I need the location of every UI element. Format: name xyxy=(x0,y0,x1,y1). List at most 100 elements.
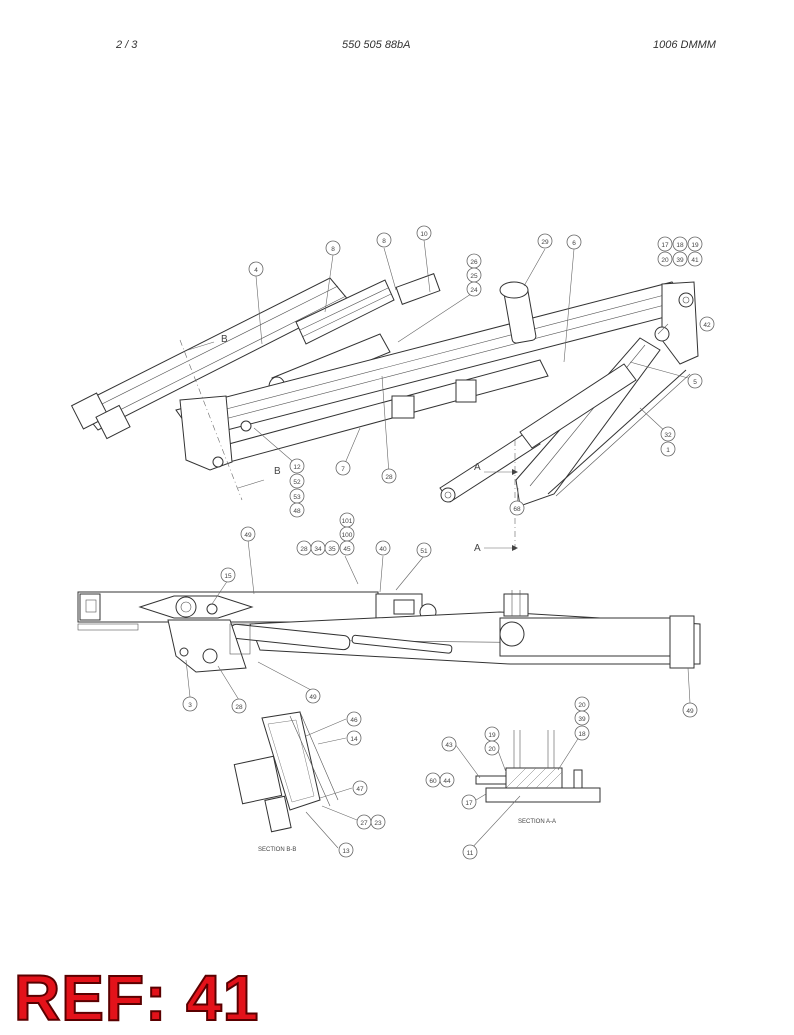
balloon-top-7: 7 xyxy=(335,460,351,476)
balloon-aa-43: 43 xyxy=(441,736,457,752)
svg-text:44: 44 xyxy=(443,778,451,785)
section-mark-b-bottom: B xyxy=(274,466,281,477)
header-document-code: 550 505 88bA xyxy=(342,39,411,51)
svg-text:48: 48 xyxy=(293,508,301,515)
balloon-top-68: 68 xyxy=(509,500,525,516)
svg-text:101: 101 xyxy=(342,518,353,525)
header-date-code: 1006 DMMM xyxy=(653,39,716,51)
balloon-bb-23: 23 xyxy=(370,814,386,830)
svg-text:23: 23 xyxy=(374,820,382,827)
balloon-mid-51: 51 xyxy=(416,542,432,558)
balloon-group-section-aa: 20 39 18 19 20 43 60 44 17 11 xyxy=(425,696,590,860)
balloon-bb-47: 47 xyxy=(352,780,368,796)
section-aa-title: SECTION A-A xyxy=(518,819,556,825)
svg-text:34: 34 xyxy=(314,546,322,553)
svg-text:68: 68 xyxy=(513,506,521,513)
svg-text:18: 18 xyxy=(676,242,684,249)
balloon-aa-19: 19 xyxy=(484,726,500,742)
balloon-mid-15: 15 xyxy=(220,567,236,583)
svg-text:20: 20 xyxy=(488,746,496,753)
svg-text:1: 1 xyxy=(666,447,670,454)
balloon-mid-45: 45 xyxy=(339,540,355,556)
balloon-top-19: 19 xyxy=(687,236,703,252)
pivot-housing xyxy=(179,395,233,471)
balloon-group-middle: 101 100 28 34 35 45 40 51 49 15 3 28 49 … xyxy=(182,512,698,718)
svg-text:49: 49 xyxy=(244,532,252,539)
balloon-bb-46: 46 xyxy=(346,711,362,727)
balloon-aa-44: 44 xyxy=(439,772,455,788)
balloon-top-53: 53 xyxy=(289,488,305,504)
top-assembly-view: A A B B xyxy=(70,239,699,554)
svg-text:49: 49 xyxy=(309,694,317,701)
svg-text:35: 35 xyxy=(328,546,336,553)
balloon-aa-11: 11 xyxy=(462,844,478,860)
balloon-top-12: 12 xyxy=(289,458,305,474)
balloon-top-25: 25 xyxy=(466,267,482,283)
balloon-group-top: 4 8 8 10 26 25 24 29 6 17 18 19 20 39 41… xyxy=(248,225,715,518)
balloon-mid-49b: 49 xyxy=(305,688,321,704)
section-aa-view: SECTION A-A xyxy=(454,730,601,851)
balloon-mid-49c: 49 xyxy=(682,702,698,718)
balloon-aa-17: 17 xyxy=(461,794,477,810)
balloon-bb-14: 14 xyxy=(346,730,362,746)
balloon-top-5: 5 xyxy=(687,373,703,389)
svg-text:45: 45 xyxy=(343,546,351,553)
svg-text:60: 60 xyxy=(429,778,437,785)
svg-text:42: 42 xyxy=(703,322,711,329)
svg-text:26: 26 xyxy=(470,259,478,266)
svg-text:11: 11 xyxy=(467,850,474,857)
balloon-top-17: 17 xyxy=(657,236,673,252)
svg-text:52: 52 xyxy=(293,479,301,486)
svg-text:12: 12 xyxy=(293,464,301,471)
svg-text:5: 5 xyxy=(693,379,697,386)
svg-text:8: 8 xyxy=(331,246,335,253)
boom-head xyxy=(661,281,699,365)
reference-stamp: REF: 41 xyxy=(13,962,260,1034)
balloon-mid-49a: 49 xyxy=(240,526,256,542)
svg-text:43: 43 xyxy=(445,742,453,749)
svg-text:19: 19 xyxy=(488,732,496,739)
balloon-top-8a: 8 xyxy=(325,240,341,256)
section-mark-b-top: B xyxy=(221,334,228,345)
svg-text:4: 4 xyxy=(254,267,258,274)
svg-text:27: 27 xyxy=(360,820,368,827)
svg-text:40: 40 xyxy=(379,546,387,553)
svg-text:47: 47 xyxy=(356,786,364,793)
balloon-top-52: 52 xyxy=(289,473,305,489)
svg-text:17: 17 xyxy=(465,800,473,807)
svg-text:25: 25 xyxy=(470,273,478,280)
balloon-bb-13: 13 xyxy=(338,842,354,858)
balloon-mid-3: 3 xyxy=(182,696,198,712)
svg-text:6: 6 xyxy=(572,240,576,247)
balloon-group-section-bb: 46 14 47 27 23 13 xyxy=(338,711,386,858)
balloon-top-39: 39 xyxy=(672,251,688,267)
balloon-top-10: 10 xyxy=(416,225,432,241)
section-mark-a-bottom: A xyxy=(474,543,481,554)
balloon-top-4: 4 xyxy=(248,261,264,277)
svg-text:14: 14 xyxy=(350,736,358,743)
svg-text:13: 13 xyxy=(342,848,350,855)
svg-text:19: 19 xyxy=(691,242,699,249)
svg-text:28: 28 xyxy=(385,474,393,481)
svg-text:39: 39 xyxy=(578,716,586,723)
svg-text:7: 7 xyxy=(341,466,345,473)
svg-text:15: 15 xyxy=(224,573,232,580)
svg-text:28: 28 xyxy=(300,546,308,553)
main-boom-beam xyxy=(175,281,693,439)
section-mark-a-top: A xyxy=(474,462,481,473)
svg-text:10: 10 xyxy=(420,231,428,238)
svg-text:49: 49 xyxy=(686,708,694,715)
balloon-top-20: 20 xyxy=(657,251,673,267)
section-bb-view: SECTION B-B xyxy=(233,711,363,853)
balloon-top-29: 29 xyxy=(537,233,553,249)
svg-text:39: 39 xyxy=(676,257,684,264)
balloon-mid-35: 35 xyxy=(324,540,340,556)
balloon-mid-101: 101 xyxy=(339,512,355,528)
balloon-top-41: 41 xyxy=(687,251,703,267)
balloon-top-8b: 8 xyxy=(376,232,392,248)
svg-text:8: 8 xyxy=(382,238,386,245)
balloon-top-48: 48 xyxy=(289,502,305,518)
svg-text:28: 28 xyxy=(235,704,243,711)
balloon-top-28: 28 xyxy=(381,468,397,484)
